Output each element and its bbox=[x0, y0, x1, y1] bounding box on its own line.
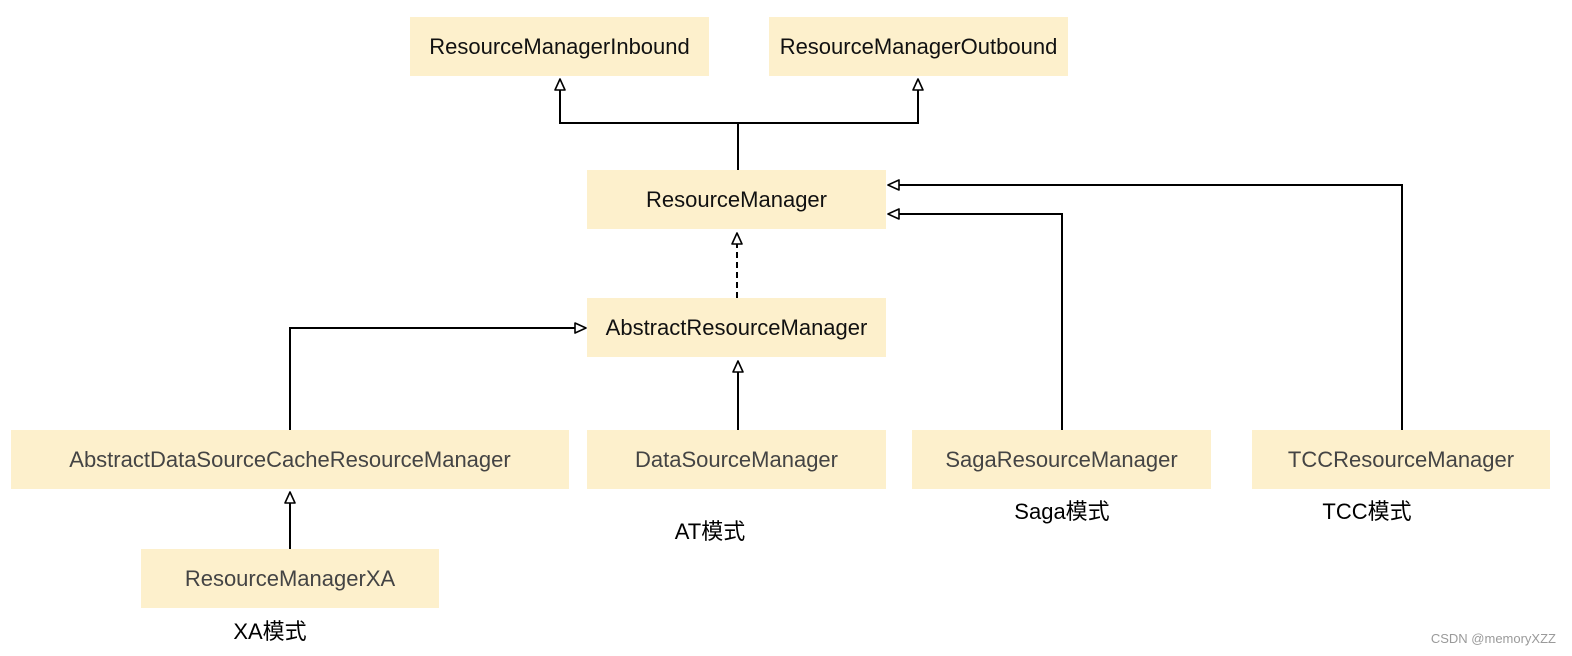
node-datasource-manager: DataSourceManager bbox=[587, 430, 886, 489]
caption-at-mode: AT模式 bbox=[674, 519, 746, 544]
edge-saga-rm-to-resource-manager bbox=[887, 208, 1063, 430]
watermark: CSDN @memoryXZZ bbox=[1430, 631, 1556, 646]
node-saga-resource-manager: SagaResourceManager bbox=[912, 430, 1211, 489]
node-tcc-resource-manager: TCCResourceManager bbox=[1252, 430, 1550, 489]
node-label: ResourceManager bbox=[646, 186, 827, 212]
node-resource-manager: ResourceManager bbox=[587, 170, 886, 229]
node-label: DataSourceManager bbox=[634, 446, 838, 472]
caption-xa-mode: XA模式 bbox=[233, 619, 307, 644]
node-abstract-resource-manager: AbstractResourceManager bbox=[587, 298, 886, 357]
caption-tcc-mode: TCC模式 bbox=[1322, 499, 1412, 524]
node-label: SagaResourceManager bbox=[945, 446, 1178, 472]
node-resource-manager-inbound: ResourceManagerInbound bbox=[410, 17, 709, 76]
node-label: AbstractResourceManager bbox=[605, 314, 868, 340]
edge-resource-manager-to-inbound bbox=[554, 78, 739, 170]
node-label: ResourceManagerInbound bbox=[429, 33, 690, 59]
node-label: ResourceManagerXA bbox=[184, 565, 396, 591]
caption-saga-mode: Saga模式 bbox=[1014, 499, 1110, 524]
node-label: ResourceManagerOutbound bbox=[779, 33, 1058, 59]
node-label: TCCResourceManager bbox=[1287, 446, 1515, 472]
node-resource-manager-outbound: ResourceManagerOutbound bbox=[769, 17, 1068, 76]
edge-tcc-rm-to-resource-manager bbox=[887, 179, 1403, 430]
node-resource-manager-xa: ResourceManagerXA bbox=[141, 549, 439, 608]
edge-abstract-ds-cache-to-abstract-rm bbox=[289, 322, 587, 430]
node-label: AbstractDataSourceCacheResourceManager bbox=[69, 446, 511, 472]
node-abstract-datasource-cache-resource-manager: AbstractDataSourceCacheResourceManager bbox=[11, 430, 569, 489]
edge-resource-manager-to-outbound bbox=[738, 78, 924, 124]
